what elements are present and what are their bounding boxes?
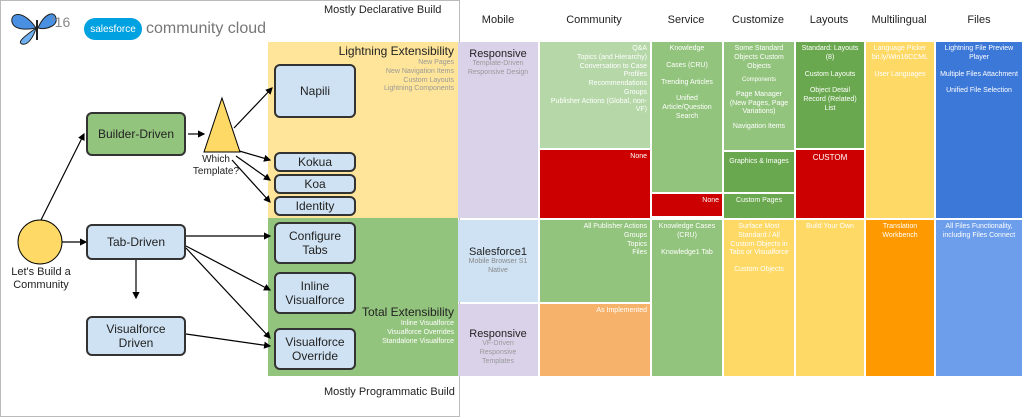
customize-feature: Some Standard Objects Custom Objects [734,45,784,70]
files-bottom-cell: All Files Functionality, including Files… [936,220,1022,376]
customize-feature: Custom Objects [734,266,784,273]
community-feature: All Publisher Actions [583,223,647,230]
kokua-box: Kokua [274,152,356,172]
community-feature: Topics [627,240,647,248]
which-template-label: Which Template? [192,154,240,177]
customize-bottom-cell: Surface Most Standard / All Custom Objec… [724,220,794,376]
column-header-mobile: Mobile [481,14,515,26]
multilingual-feature: User Languages [874,70,926,78]
mobile-sf1-title: Salesforce1 [468,246,528,258]
lightning-item: New Navigation Items [385,67,454,75]
total-item: Standalone Visualforce [382,337,454,345]
brand-label: salesforce [90,23,136,35]
mobile-responsive-vf-cell: Responsive VF-Driven Responsive Template… [458,304,538,376]
napili-box: Napili [274,64,356,118]
community-feature: Files [632,249,647,257]
service-feature: Knowledge Cases (CRU) [658,223,716,239]
customize-feature: Surface Most Standard / All Custom Objec… [729,223,789,257]
total-item: Visualforce Overrides [387,328,454,336]
identity-box: Identity [274,196,356,216]
community-feature: Q&A [632,45,647,52]
lightning-items: New Pages New Navigation Items Custom La… [330,59,454,94]
service-feature: Cases (CRU) [666,61,708,69]
mobile-responsive-title: Responsive [469,48,527,60]
koa-box: Koa [274,174,356,194]
community-none-cell: None [540,150,650,218]
configure-tabs-box: Configure Tabs [274,222,356,264]
mobile-responsive-vf-title: Responsive [469,328,527,340]
multilingual-top-cell: Language Picker bit.ly/Win16CCML User La… [866,42,934,218]
which-template-triangle [204,100,240,154]
mobile-responsive-sub: Template-Driven Responsive Design [467,60,529,76]
mobile-responsive-vf-sub: VF-Driven Responsive Templates [479,340,517,365]
start-label: Let's Build a Community [11,266,71,292]
customize-custom-pages-cell: Custom Pages [724,194,794,218]
header-declarative: Mostly Declarative Build [324,4,442,16]
header-programmatic: Mostly Programmatic Build [324,386,455,398]
lightning-item: Lightning Components [383,85,454,93]
start-circle [18,220,62,264]
service-none-cell: None [652,194,722,216]
column-header-files: Files [967,14,991,26]
total-title: Total Extensibility [361,305,454,319]
customize-feature: Page Manager (New Pages, Page Variations… [729,90,789,116]
column-header-layouts: Layouts [809,14,849,26]
product-name: community cloud [146,20,267,37]
service-feature: Knowledge [669,45,705,52]
multilingual-feature: bit.ly/Win16CCML [871,53,928,61]
customize-feature: Components [741,77,777,84]
community-feature: Publisher Actions (Global, non-VF) [550,97,647,114]
multilingual-feature: Language Picker [873,45,927,52]
community-feature: Groups [624,88,647,96]
service-feature: Unified Article/Question Search [662,95,712,120]
total-item: Inline Visualforce [400,320,454,327]
total-items: Inline Visualforce Visualforce Overrides… [330,320,454,346]
column-header-service: Service [667,14,705,26]
builder-driven-box: Builder-Driven [86,112,186,156]
customize-feature: Navigation Items [732,123,786,130]
layouts-build-own-cell: Build Your Own [796,220,864,376]
files-feature: Unified File Selection [946,87,1012,95]
tab-driven-box: Tab-Driven [86,224,186,260]
community-mid-cell: All Publisher Actions Groups Topics File… [540,220,650,302]
service-top-cell: Knowledge Cases (CRU) Trending Articles … [652,42,722,192]
visualforce-driven-box: Visualforce Driven [86,316,186,356]
community-feature: Conversation to Case [579,62,647,70]
column-header-multilingual: Multilingual [871,14,927,26]
layouts-top-cell: Standard: Layouts (8) Custom Layouts Obj… [796,42,864,148]
column-header-community: Community [566,14,622,26]
files-feature: Multiple Files Attachment [940,70,1018,78]
service-bottom-cell: Knowledge Cases (CRU) Knowledge1 Tab [652,220,722,376]
salesforce-cloud-icon: salesforce [84,18,142,40]
customize-top-cell: Some Standard Objects Custom Objects Com… [724,42,794,150]
mobile-sf1-cell: Salesforce1 Mobile Browser S1 Native [458,220,538,302]
files-top-cell: Lightning File Preview Player Multiple F… [936,42,1022,218]
service-feature: Trending Articles [661,78,713,86]
mobile-responsive-cell: Responsive Template-Driven Responsive De… [458,42,538,218]
community-top-cell: Q&A Topics (and Hierarchy) Conversation … [540,42,650,148]
service-feature: Knowledge1 Tab [661,248,713,256]
files-feature: Lightning File Preview Player [944,45,1014,61]
lightning-item: Custom Layouts [403,76,454,84]
community-implemented-cell: As Implemented [540,304,650,376]
butterfly-logo [6,6,76,46]
lightning-title: Lightning Extensibility [338,44,454,58]
customize-graphics-cell: Graphics & Images [724,152,794,192]
community-feature: Recommendations [588,80,647,87]
flow-arrows [17,87,273,349]
visualforce-override-box: Visualforce Override [274,328,356,370]
layouts-custom-cell: CUSTOM [796,150,864,218]
layouts-feature: Standard: Layouts (8) [801,45,859,61]
layouts-feature: Object Detail Record (Related) List [803,87,857,112]
community-feature: Topics (and Hierarchy) [576,53,647,61]
column-header-customize: Customize [732,14,784,26]
mobile-sf1-sub: Mobile Browser S1 Native [468,258,528,274]
inline-visualforce-box: Inline Visualforce [274,272,356,314]
multilingual-translation-cell: Translation Workbench [866,220,934,376]
community-feature: Profiles [623,71,647,79]
layouts-feature: Custom Layouts [804,70,856,78]
logo-year: '16 [52,14,71,30]
community-feature: Groups [624,231,647,239]
lightning-item: New Pages [418,59,454,66]
